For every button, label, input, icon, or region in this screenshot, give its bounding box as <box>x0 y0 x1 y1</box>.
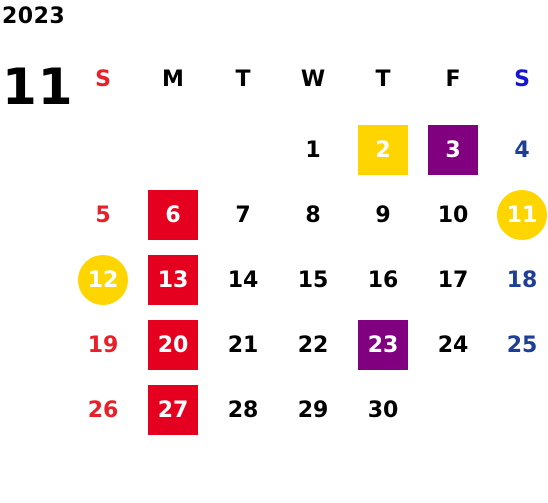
day-cell-22: 22 <box>297 332 329 358</box>
day-cell-9: 9 <box>375 202 391 228</box>
day-cell-4: 4 <box>514 137 530 163</box>
day-cell-18: 18 <box>506 267 538 293</box>
day-cell-29: 29 <box>297 397 329 423</box>
weekday-label-wednesday: W <box>300 67 326 92</box>
day-cell-6: 6 <box>148 190 198 240</box>
day-cell-19: 19 <box>87 332 119 358</box>
day-cell-12: 12 <box>78 255 128 305</box>
weekday-label-friday: F <box>445 67 461 92</box>
weekday-label-tuesday: T <box>235 67 251 92</box>
day-cell-24: 24 <box>437 332 469 358</box>
day-cell-26: 26 <box>87 397 119 423</box>
day-cell-11: 11 <box>497 190 547 240</box>
day-cell-1: 1 <box>305 137 321 163</box>
day-cell-20: 20 <box>148 320 198 370</box>
day-cell-25: 25 <box>506 332 538 358</box>
calendar-month: 11 <box>2 58 74 116</box>
weekday-label-sunday: S <box>95 67 111 92</box>
day-cell-16: 16 <box>367 267 399 293</box>
weekday-label-monday: M <box>162 67 184 92</box>
day-cell-5: 5 <box>95 202 111 228</box>
day-cell-2: 2 <box>358 125 408 175</box>
calendar-year: 2023 <box>2 4 66 29</box>
day-cell-7: 7 <box>235 202 251 228</box>
weekday-label-saturday: S <box>514 67 530 92</box>
day-cell-14: 14 <box>227 267 259 293</box>
day-cell-27: 27 <box>148 385 198 435</box>
day-cell-10: 10 <box>437 202 469 228</box>
day-cell-3: 3 <box>428 125 478 175</box>
day-cell-15: 15 <box>297 267 329 293</box>
day-cell-8: 8 <box>305 202 321 228</box>
day-cell-17: 17 <box>437 267 469 293</box>
day-cell-13: 13 <box>148 255 198 305</box>
weekday-label-thursday: T <box>375 67 391 92</box>
day-cell-21: 21 <box>227 332 259 358</box>
day-cell-28: 28 <box>227 397 259 423</box>
day-cell-30: 30 <box>367 397 399 423</box>
day-cell-23: 23 <box>358 320 408 370</box>
